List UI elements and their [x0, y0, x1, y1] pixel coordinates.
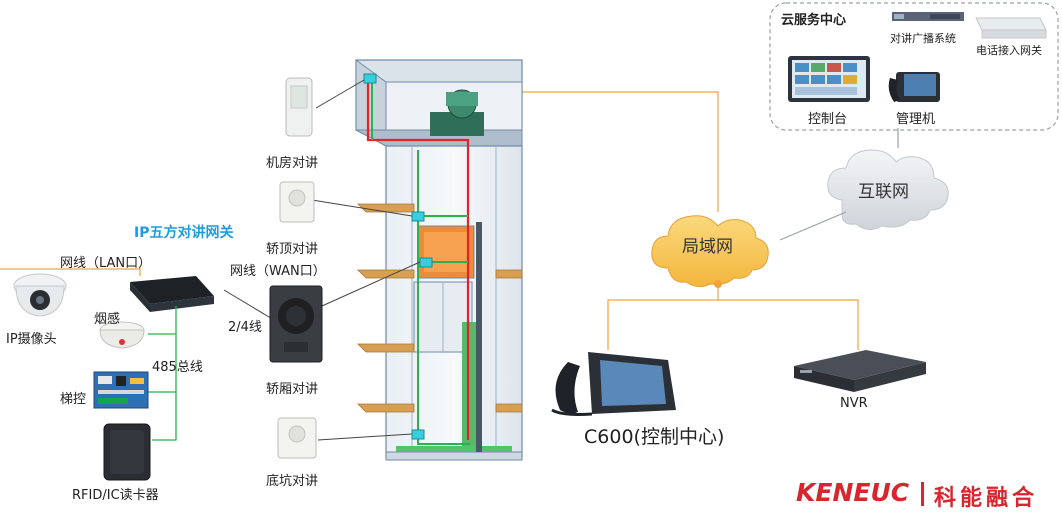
lan-cloud [651, 215, 769, 288]
broadcast-device-icon [892, 12, 964, 21]
machine-room-intercom-label: 机房对讲 [266, 156, 319, 171]
phone-gateway-label: 电话接入网关 [976, 44, 1042, 57]
wire-2-4-label: 2/4线 [228, 320, 262, 335]
manager-phone-icon [888, 72, 940, 102]
car-top-intercom-label: 轿顶对讲 [266, 242, 319, 257]
machine-room-intercom-icon [285, 77, 313, 137]
pit-intercom-label: 底坑对讲 [266, 474, 319, 489]
smoke-detector-icon [99, 321, 145, 349]
smoke-label: 烟感 [94, 312, 121, 327]
elevator-control-board-icon [93, 371, 149, 409]
rfid-label: RFID/IC读卡器 [72, 488, 159, 503]
nvr-icon [794, 350, 926, 392]
lan-label: 局域网 [682, 237, 733, 257]
intercom-broadcast-label: 对讲广播系统 [890, 32, 956, 45]
leader-lines [223, 79, 421, 441]
manager-label: 管理机 [896, 112, 936, 127]
nvr-label: NVR [840, 396, 868, 411]
cloud-center-title: 云服务中心 [781, 13, 847, 28]
console-icon [788, 56, 870, 102]
elevator-ctrl-label: 梯控 [60, 392, 87, 407]
brand-divider [921, 482, 924, 506]
internet-cloud [827, 149, 949, 230]
bus-485-label: 485总线 [152, 360, 203, 375]
elevator-shaft [355, 59, 523, 461]
c600-label: C600(控制中心) [584, 426, 725, 448]
car-top-intercom-icon [279, 181, 315, 223]
car-intercom-label: 轿厢对讲 [266, 382, 319, 397]
car-intercom-icon [269, 285, 323, 363]
gateway-device-icon [130, 276, 214, 312]
bus-485-lines [148, 306, 177, 441]
brand-logo-cn: 科能融合 [934, 486, 1039, 511]
ip-camera-label: IP摄像头 [6, 332, 57, 347]
lan-node-dot [714, 280, 722, 288]
internet-label: 互联网 [858, 182, 909, 202]
ip-camera-icon [13, 273, 67, 317]
pit-intercom-icon [277, 417, 317, 459]
brand-logo-en: KENEUC [796, 478, 910, 507]
phone-gateway-icon [975, 17, 1047, 39]
rfid-reader-icon [103, 423, 151, 481]
lan-line-label: 网线（LAN口） [60, 256, 152, 271]
gateway-title: IP五方对讲网关 [134, 225, 234, 241]
console-label: 控制台 [808, 112, 848, 127]
c600-phone-icon [551, 352, 676, 416]
cloud-service-box [769, 2, 1059, 131]
lan-internet-link [779, 211, 847, 241]
wan-line-label: 网线（WAN口） [230, 264, 326, 279]
